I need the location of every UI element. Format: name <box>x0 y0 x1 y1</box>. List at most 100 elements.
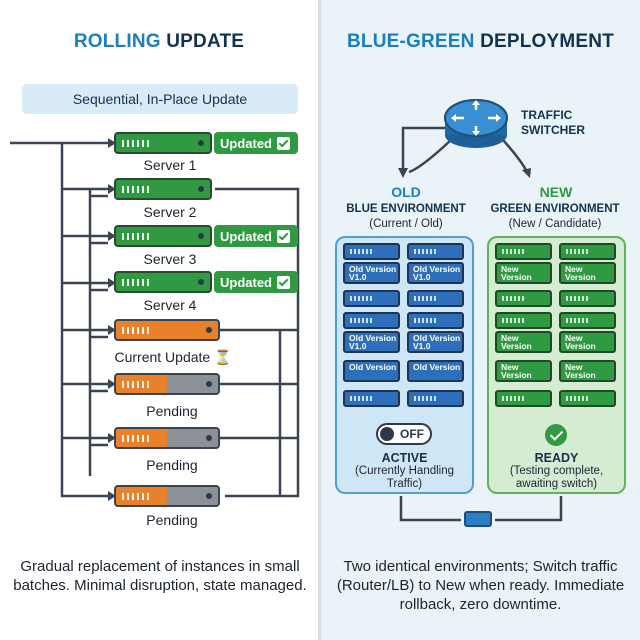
rack-vent <box>414 318 436 323</box>
rolling-title: ROLLING UPDATE <box>0 31 318 53</box>
rack-vent <box>414 296 436 301</box>
bluegreen-title-part2: DEPLOYMENT <box>480 31 615 52</box>
rack-vent <box>414 249 436 254</box>
green-status-detail: (Testing complete, awaiting switch) <box>509 465 604 490</box>
left-trunk-outer <box>60 143 108 498</box>
old-env-name: BLUE ENVIRONMENT <box>346 203 466 215</box>
router-lines <box>399 496 563 522</box>
rack-vent <box>350 249 372 254</box>
switch-arrow-new <box>502 139 529 173</box>
blue-server-rack <box>407 390 464 407</box>
rack-label: Old Version V1.0 <box>413 333 461 351</box>
blue-green-panel: BLUE-GREEN DEPLOYMENT <box>321 0 640 640</box>
green-server-rack: New Version V2.0 <box>559 331 616 353</box>
rack-label: New Version <box>501 362 532 380</box>
blue-server-rack <box>343 243 400 260</box>
blue-server-rack: Old Version <box>407 360 464 382</box>
traffic-switcher-label: TRAFFIC SWITCHER <box>521 108 585 137</box>
new-env-name: GREEN ENVIRONMENT <box>490 203 620 215</box>
rack-label: New Version V2.0 <box>565 264 596 282</box>
rack-label: New Version V2.0 <box>501 264 532 282</box>
new-env-sub: (New / Candidate) <box>508 218 602 230</box>
green-server-rack <box>559 243 616 260</box>
green-server-rack <box>559 290 616 307</box>
server-pending-3 <box>114 485 220 507</box>
pending-2-label: Pending <box>146 457 198 473</box>
rolling-subtitle: Sequential, In-Place Update <box>22 84 298 114</box>
old-tag: OLD <box>391 184 421 200</box>
blue-server-rack <box>407 312 464 329</box>
rack-label: Old Version V1.0 <box>349 333 397 351</box>
blue-toggle-switch[interactable]: OFF <box>376 423 432 445</box>
rack-label: New Version V2.0 <box>501 333 532 351</box>
rack-vent <box>414 396 436 401</box>
green-server-rack: New Version V2.0 <box>495 262 552 284</box>
checkmark-icon <box>277 275 290 289</box>
pending-3-label: Pending <box>146 512 198 528</box>
server-3-updated-badge: Updated <box>214 225 298 247</box>
ready-check-icon <box>545 424 567 446</box>
blue-status: ACTIVE <box>381 451 428 465</box>
green-server-rack: New Version <box>495 360 552 382</box>
blue-server-rack: Old Version V1.0 <box>343 262 400 284</box>
rack-vent <box>502 249 524 254</box>
green-server-rack <box>559 312 616 329</box>
blue-server-rack <box>407 290 464 307</box>
checkmark-icon <box>277 136 290 150</box>
rack-vent <box>566 318 588 323</box>
old-env-sub: (Current / Old) <box>369 218 443 230</box>
blue-server-rack <box>343 390 400 407</box>
server-2 <box>114 178 212 200</box>
rack-vent <box>502 318 524 323</box>
blue-server-rack <box>407 243 464 260</box>
server-1-updated-badge: Updated <box>214 132 298 154</box>
green-server-rack: New Version V2.0 <box>559 262 616 284</box>
green-server-rack <box>495 312 552 329</box>
blue-server-rack: Old Version V1.0 <box>407 262 464 284</box>
badge-label: Updated <box>220 228 272 244</box>
rack-vent <box>350 318 372 323</box>
toggle-knob <box>380 427 394 441</box>
rolling-title-part1: ROLLING <box>73 31 161 52</box>
server-pending-2 <box>114 427 220 449</box>
green-status: READY <box>534 451 579 465</box>
rolling-update-panel: ROLLING UPDATE Sequential, In-Place Upda… <box>0 0 318 640</box>
server-4 <box>114 271 212 293</box>
toggle-label: OFF <box>400 427 424 441</box>
current-update-label: Current Update ⏳ <box>108 349 238 366</box>
rack-label: New Version V2.0 <box>565 333 596 351</box>
green-server-rack <box>495 390 552 407</box>
current-update-text: Current Update <box>114 349 211 365</box>
rack-label: New Version <box>565 362 596 380</box>
server-4-label: Server 4 <box>143 297 197 313</box>
green-server-rack: New Version V2.0 <box>495 331 552 353</box>
server-pending-1 <box>114 373 220 395</box>
green-server-rack <box>559 390 616 407</box>
badge-label: Updated <box>220 135 272 151</box>
checkmark-icon <box>277 229 290 243</box>
green-server-rack: New Version <box>559 360 616 382</box>
blue-server-rack: Old Version V1.0 <box>407 331 464 353</box>
blue-server-rack <box>343 312 400 329</box>
badge-label: Updated <box>220 274 272 290</box>
bluegreen-caption: Two identical environments; Switch traff… <box>336 558 625 613</box>
blue-server-rack <box>343 290 400 307</box>
rack-vent <box>502 396 524 401</box>
right-trunk <box>215 187 300 498</box>
rack-label: Old Version <box>349 362 397 372</box>
blue-status-detail: (Currently Handling Traffic) <box>354 465 455 490</box>
panel-divider <box>318 0 321 640</box>
rack-vent <box>566 396 588 401</box>
rack-vent <box>350 396 372 401</box>
pending-1-label: Pending <box>146 403 198 419</box>
hourglass-icon: ⏳ <box>214 349 232 365</box>
rack-vent <box>502 296 524 301</box>
rack-label: Old Version V1.0 <box>413 264 461 282</box>
bluegreen-connectors <box>398 99 619 527</box>
server-1 <box>114 132 212 154</box>
new-tag: NEW <box>539 184 573 200</box>
green-server-rack <box>495 290 552 307</box>
server-3 <box>114 225 212 247</box>
rack-vent <box>566 249 588 254</box>
